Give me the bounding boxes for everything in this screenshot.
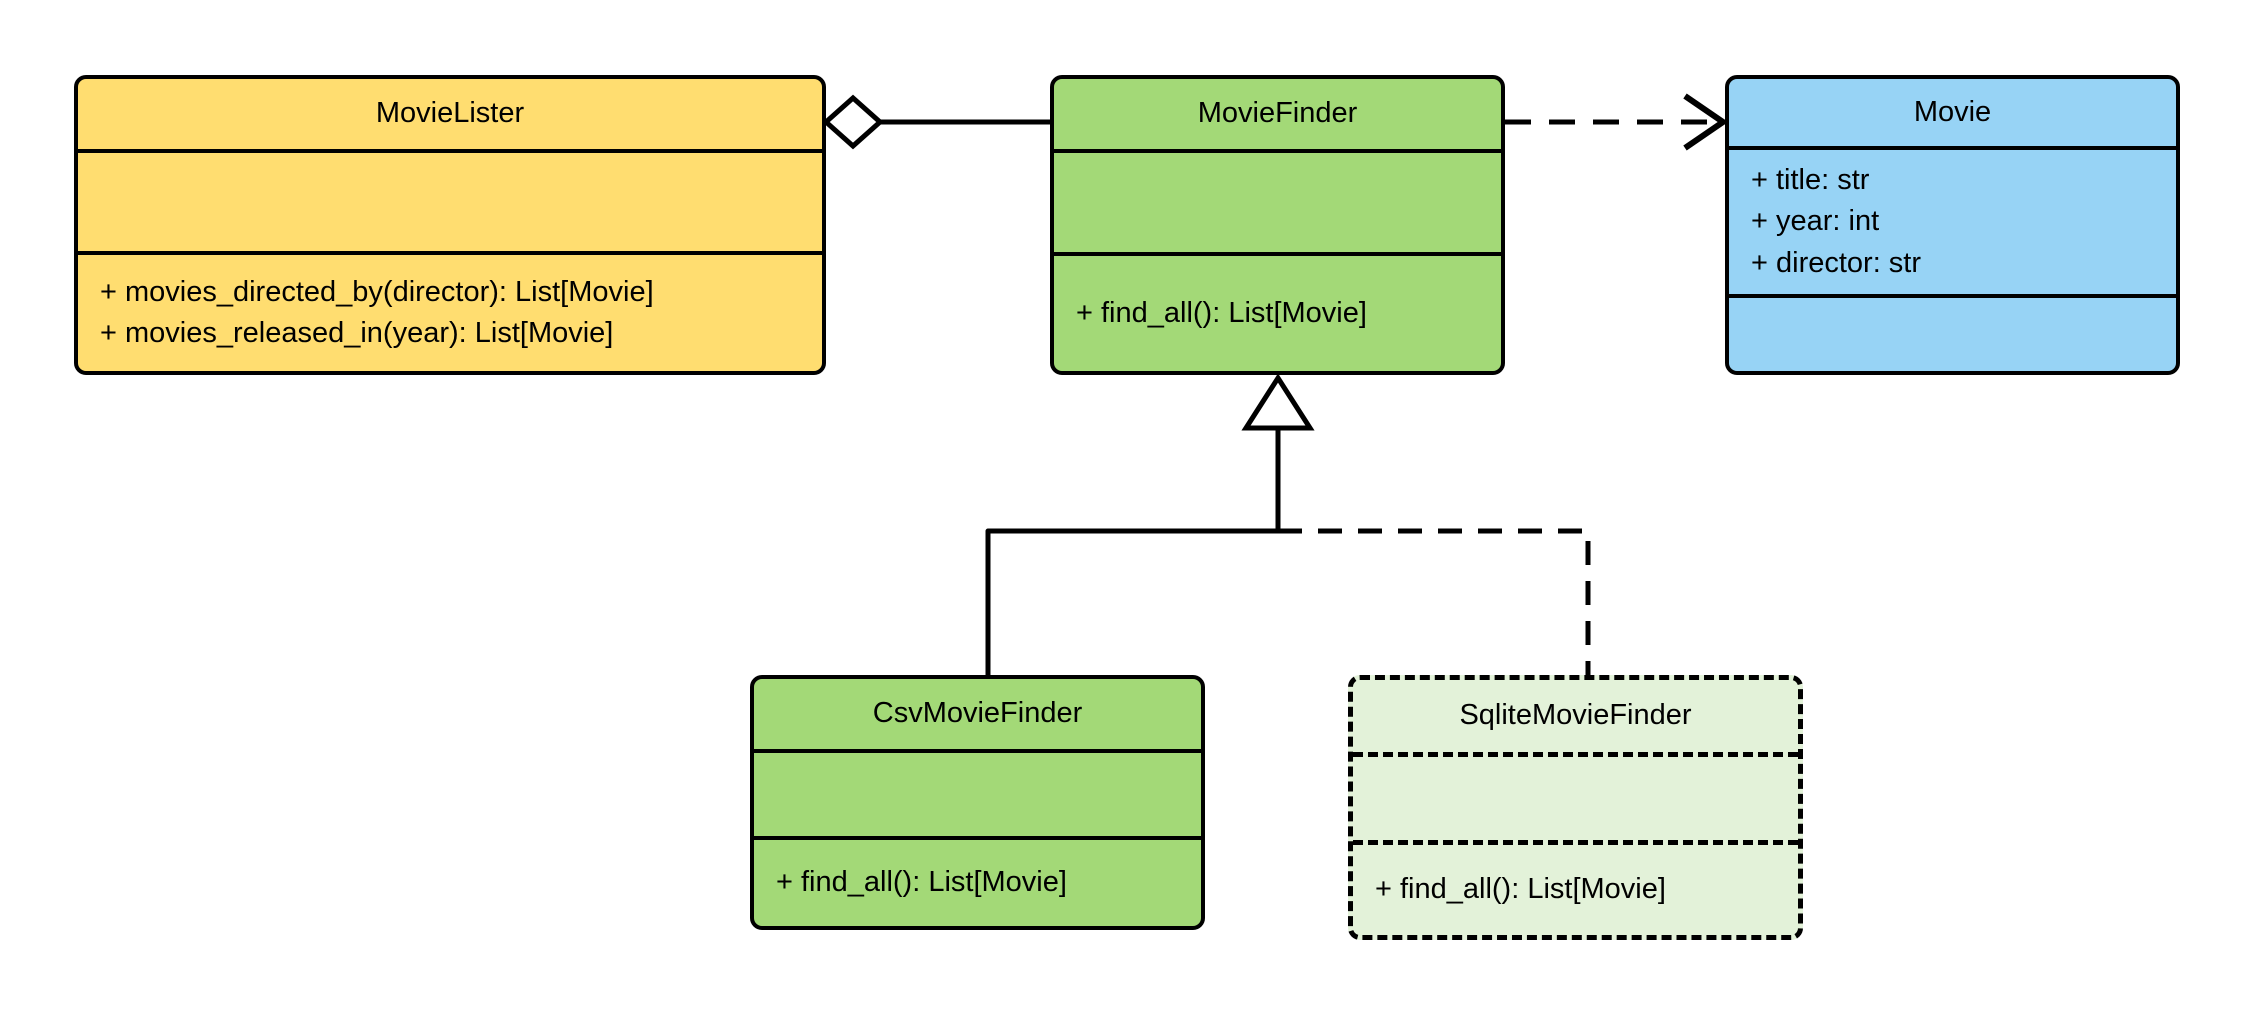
attributes-compartment [1353, 752, 1798, 840]
class-name-movie: Movie [1913, 95, 1992, 128]
method-item: + find_all(): List[Movie] [776, 866, 1067, 899]
class-box-movie-finder[interactable]: MovieFinder + find_all(): List[Movie] [1050, 75, 1505, 375]
methods-compartment: + find_all(): List[Movie] [754, 836, 1201, 926]
attributes-compartment: + title: str + year: int + director: str [1729, 146, 2176, 294]
method-item: + find_all(): List[Movie] [1375, 873, 1666, 906]
edge-generalization-csv-finder [985, 373, 1315, 675]
open-arrow-marker [1683, 93, 1729, 151]
class-name-compartment: CsvMovieFinder [754, 679, 1201, 749]
method-item: + find_all(): List[Movie] [1076, 296, 1367, 329]
method-item: + movies_directed_by(director): List[Mov… [100, 275, 654, 308]
class-name-compartment: SqliteMovieFinder [1353, 680, 1798, 752]
class-name-compartment: MovieLister [78, 79, 822, 149]
class-name-compartment: Movie [1729, 79, 2176, 146]
class-name-compartment: MovieFinder [1054, 79, 1501, 149]
attribute-item: + title: str [1751, 164, 1870, 197]
class-box-movie-lister[interactable]: MovieLister + movies_directed_by(directo… [74, 75, 826, 375]
attribute-item: + director: str [1751, 246, 1922, 279]
class-name-sqlite-movie-finder: SqliteMovieFinder [1459, 699, 1692, 732]
class-name-movie-lister: MovieLister [375, 97, 525, 130]
methods-compartment: + find_all(): List[Movie] [1054, 252, 1501, 371]
attribute-item: + year: int [1751, 205, 1880, 238]
attributes-compartment [78, 149, 822, 251]
methods-compartment [1729, 294, 2176, 371]
class-box-csv-movie-finder[interactable]: CsvMovieFinder + find_all(): List[Movie] [750, 675, 1205, 930]
attributes-compartment [1054, 149, 1501, 252]
edge-realization-sqlite-finder [1278, 528, 1591, 675]
methods-compartment: + movies_directed_by(director): List[Mov… [78, 251, 822, 371]
class-name-csv-movie-finder: CsvMovieFinder [872, 697, 1083, 730]
attributes-compartment [754, 749, 1201, 836]
realization-line [1278, 528, 1591, 675]
methods-compartment: + find_all(): List[Movie] [1353, 840, 1798, 935]
class-box-movie[interactable]: Movie + title: str + year: int + directo… [1725, 75, 2180, 375]
hollow-diamond-marker [822, 94, 884, 150]
class-box-sqlite-movie-finder[interactable]: SqliteMovieFinder + find_all(): List[Mov… [1348, 675, 1803, 940]
generalization-line [985, 428, 1281, 675]
edge-dependency-finder-movie [1505, 93, 1729, 151]
hollow-triangle-marker-generalization [1241, 373, 1315, 431]
edge-aggregation-lister-finder [822, 94, 1050, 150]
method-item: + movies_released_in(year): List[Movie] [100, 317, 614, 349]
class-name-movie-finder: MovieFinder [1197, 97, 1358, 130]
